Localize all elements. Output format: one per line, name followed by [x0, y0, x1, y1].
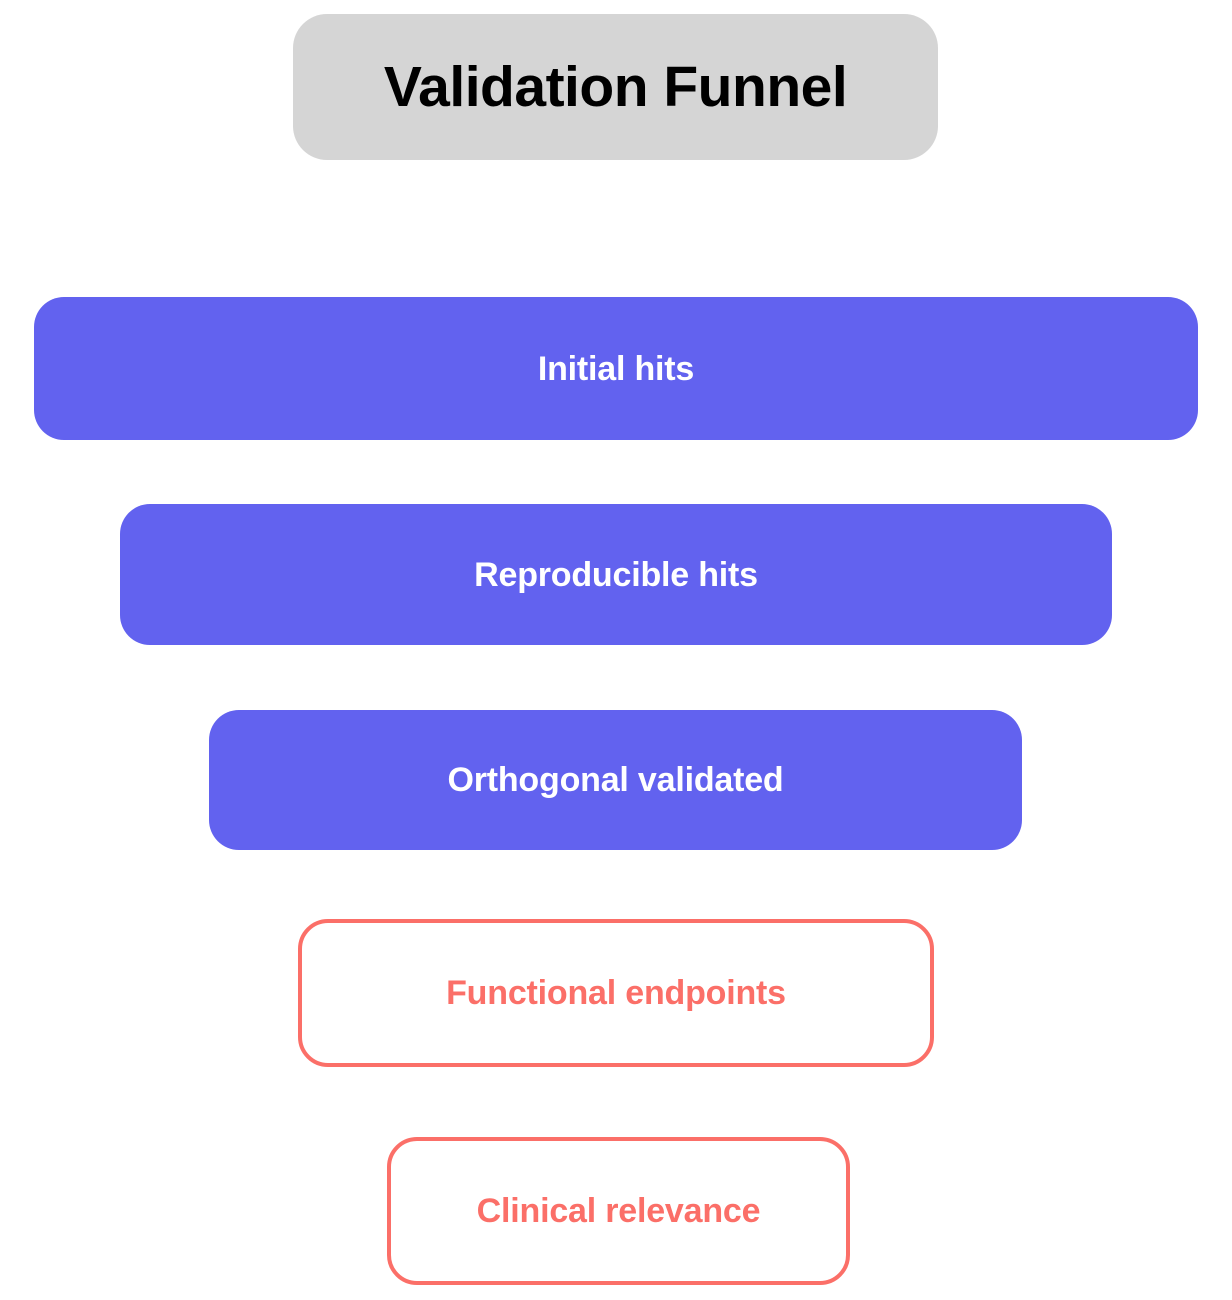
funnel-stage-clinical-relevance[interactable]: Clinical relevance — [387, 1137, 850, 1285]
funnel-stage-orthogonal-validated[interactable]: Orthogonal validated — [209, 710, 1022, 850]
diagram-title-chip: Validation Funnel — [293, 14, 938, 160]
funnel-stage-label: Reproducible hits — [474, 555, 758, 594]
funnel-stage-label: Clinical relevance — [476, 1192, 761, 1230]
funnel-stage-reproducible-hits[interactable]: Reproducible hits — [120, 504, 1112, 645]
page-title: Validation Funnel — [383, 54, 848, 119]
funnel-stage-functional-endpoints[interactable]: Functional endpoints — [298, 919, 934, 1067]
funnel-stage-label: Orthogonal validated — [447, 761, 784, 799]
funnel-stage-label: Initial hits — [537, 349, 695, 388]
funnel-stage-label: Functional endpoints — [446, 974, 786, 1012]
funnel-stage-initial-hits[interactable]: Initial hits — [34, 297, 1198, 440]
